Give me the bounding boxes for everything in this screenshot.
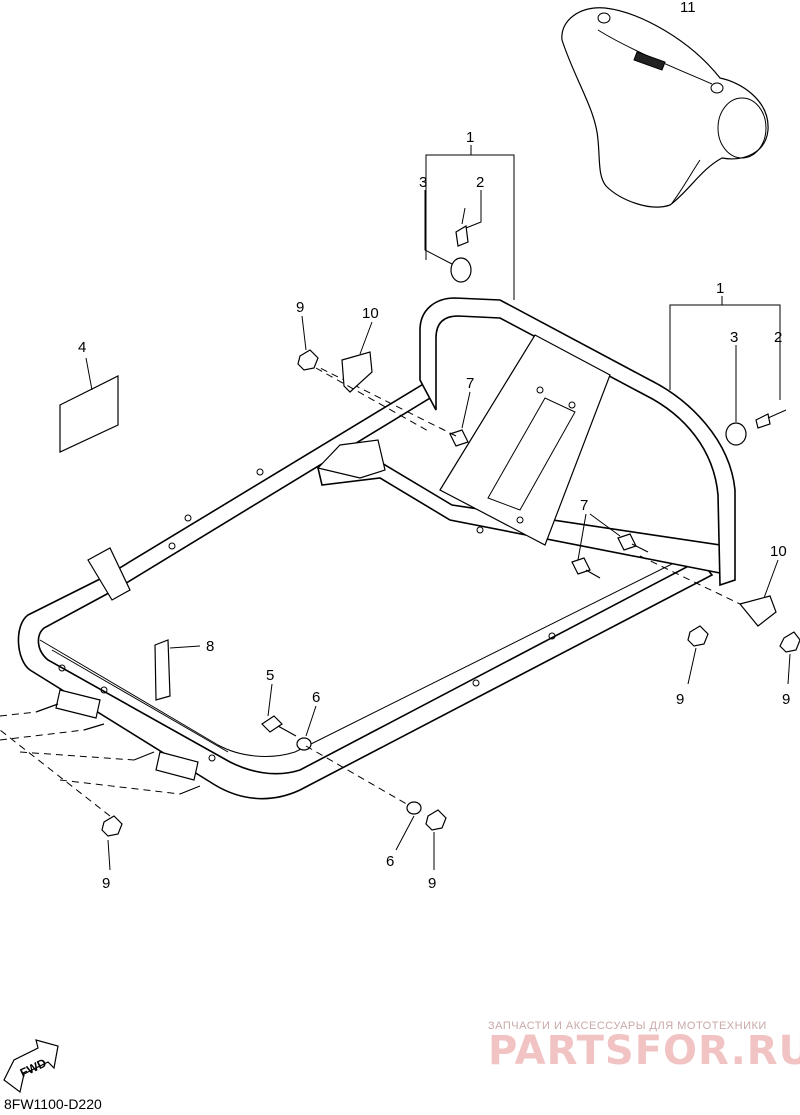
label-sticker-part: [59, 357, 119, 453]
callout-10-right: 10: [770, 543, 787, 560]
callout-9-lower-center: 9: [428, 875, 436, 892]
callout-9-right: 9: [676, 691, 684, 708]
callout-4: 4: [78, 339, 86, 356]
callout-6-upper: 6: [312, 689, 320, 706]
callout-3-upper: 3: [419, 174, 427, 191]
callout-1-right: 1: [716, 280, 724, 297]
clamp-part-10: [341, 351, 777, 627]
fwd-arrow-icon: FWD: [3, 1039, 59, 1094]
callout-9-upper-left: 9: [296, 299, 304, 316]
watermark-logo: PARTSFOR.RU: [488, 1028, 800, 1074]
assembly-lines: [0, 367, 741, 817]
front-studs: [35, 703, 201, 795]
callout-5: 5: [266, 667, 274, 684]
diagram-code: 8FW1100-D220: [4, 1096, 102, 1112]
bolt-part-7-right: [571, 533, 649, 579]
callout-7-right: 7: [580, 497, 588, 514]
callout-10-upper: 10: [362, 305, 379, 322]
frame-holes: [58, 386, 576, 762]
callout-7-upper: 7: [466, 375, 474, 392]
leader-lines: [107, 145, 791, 871]
washer-part-6: [296, 737, 422, 815]
bolt-part-7-upper: [319, 367, 469, 447]
callout-6-lower: 6: [386, 853, 394, 870]
grommet-rivet-right: [725, 409, 787, 446]
callout-11: 11: [680, 0, 696, 16]
nut-part-9: [101, 349, 800, 837]
watermark-tagline: ЗАПЧАСТИ И АКСЕССУАРЫ ДЛЯ МОТОТЕХНИКИ: [488, 1020, 767, 1032]
clip-part: [154, 639, 201, 701]
bolt-part-5: [261, 715, 297, 737]
callout-8: 8: [206, 638, 214, 655]
callout-2-upper: 2: [476, 174, 484, 191]
callout-9-far-right: 9: [782, 691, 790, 708]
callout-2-right: 2: [774, 329, 782, 346]
grommet-rivet-upper: [450, 207, 472, 283]
callout-9-lower-left: 9: [102, 875, 110, 892]
callout-1-upper: 1: [466, 129, 474, 146]
seat-cover-part: [561, 7, 769, 208]
callout-3-right: 3: [730, 329, 738, 346]
